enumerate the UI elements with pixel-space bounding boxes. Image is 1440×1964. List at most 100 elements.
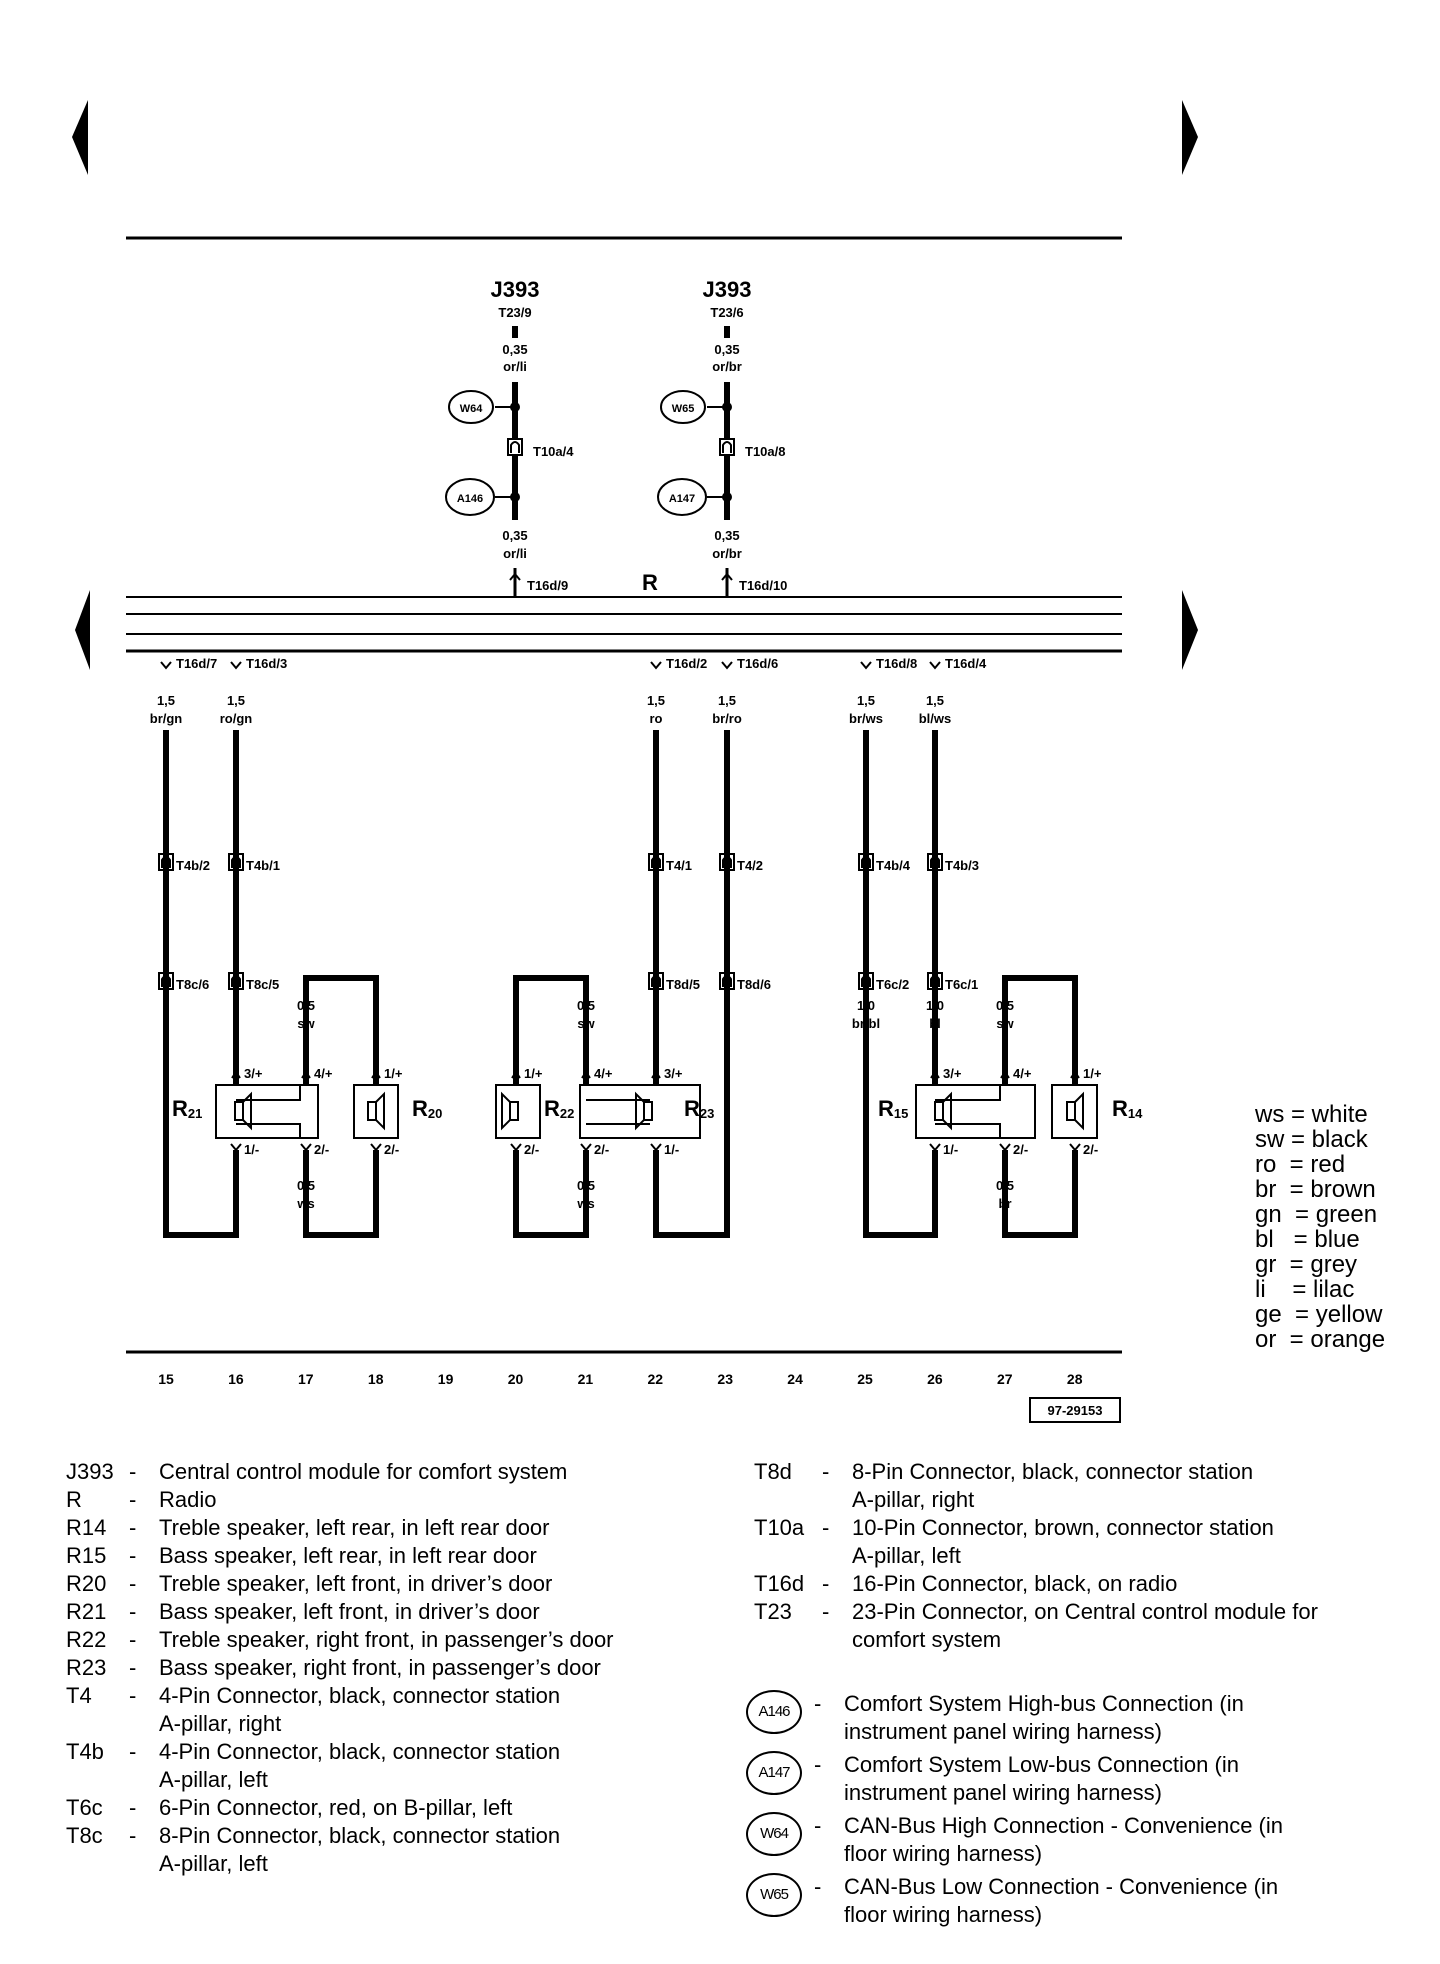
key-code: R21 [66, 1599, 107, 1624]
column-number: 16 [228, 1371, 244, 1387]
key-dash: - [129, 1515, 137, 1540]
wire-color: ro/gn [220, 711, 253, 726]
connection-key: A146-Comfort System High-bus Connection … [746, 1690, 1406, 1934]
key-description: Treble speaker, right front, in passenge… [159, 1626, 706, 1654]
wire-size: 1,5 [926, 693, 944, 708]
pin-label: 2/- [1013, 1142, 1028, 1157]
pin-arrow-icon [370, 1143, 382, 1152]
connection-symbol: W64 [746, 1812, 802, 1856]
pin-arrow-icon [1000, 1070, 1010, 1079]
key-desc-line: instrument panel wiring harness) [844, 1719, 1162, 1744]
wire-color: or/br [712, 359, 742, 374]
pin-label: 4/+ [314, 1066, 333, 1081]
pin-arrow-icon [929, 1143, 941, 1152]
wire-color: or/li [503, 546, 527, 561]
key-description: Bass speaker, right front, in passenger’… [159, 1654, 706, 1682]
speaker-label: R14 [1112, 1096, 1143, 1121]
wire-path [1002, 975, 1078, 1085]
module-pin: T23/9 [498, 305, 531, 320]
radio-label: R [642, 570, 658, 595]
wire-size: 0,5 [996, 998, 1014, 1013]
pin-label: 1/- [244, 1142, 259, 1157]
wire-size: 0,5 [297, 1178, 315, 1193]
speaker-lead [935, 1123, 1001, 1138]
pin-label: 3/+ [943, 1066, 962, 1081]
connector-label: T8c/5 [246, 977, 279, 992]
wire-size: 1,5 [718, 693, 736, 708]
wire-path [863, 730, 938, 1238]
key-code: R15 [66, 1543, 107, 1568]
legend-entry: sw = black [1255, 1126, 1368, 1153]
key-desc-line: Treble speaker, right front, in passenge… [159, 1627, 614, 1652]
wire-color: br/ws [849, 711, 883, 726]
key-description: 23-Pin Connector, on Central control mod… [852, 1598, 1394, 1654]
key-entry: T16d-16-Pin Connector, black, on radio [754, 1570, 1394, 1598]
speaker-label-sub: 20 [428, 1106, 442, 1121]
key-code: T10a [754, 1515, 805, 1540]
connector-label: T10a/4 [533, 444, 574, 459]
wire-size: 1,5 [227, 693, 245, 708]
key-desc-line: 8-Pin Connector, black, connector statio… [159, 1823, 561, 1848]
key-dash: - [129, 1459, 137, 1484]
key-description: 8-Pin Connector, black, connector statio… [852, 1458, 1394, 1514]
key-dash: - [129, 1823, 137, 1848]
splice-dot [510, 492, 520, 502]
key-desc-line: CAN-Bus High Connection - Convenience (i… [844, 1813, 1283, 1838]
key-description: Bass speaker, left rear, in left rear do… [159, 1542, 706, 1570]
key-desc-line: 8-Pin Connector, black, connector statio… [852, 1459, 1254, 1484]
column-number: 27 [997, 1371, 1013, 1387]
key-desc-line: A-pillar, left [852, 1543, 961, 1568]
key-desc-line: 10-Pin Connector, brown, connector stati… [852, 1515, 1274, 1540]
key-desc-line: Bass speaker, right front, in passenger’… [159, 1655, 601, 1680]
wire-size: 1,5 [157, 693, 175, 708]
key-entry: A146-Comfort System High-bus Connection … [746, 1690, 1406, 1746]
pin-arrow-icon [930, 1070, 940, 1079]
speaker-label: R15 [878, 1096, 908, 1121]
next-page-arrow-icon[interactable] [1182, 100, 1198, 175]
pin-arrow-icon [860, 661, 872, 670]
key-code: R14 [66, 1515, 107, 1540]
key-entry: R15-Bass speaker, left rear, in left rea… [66, 1542, 706, 1570]
key-description: CAN-Bus Low Connection - Convenience (in… [844, 1873, 1406, 1929]
legend-entry: gr = grey [1255, 1251, 1358, 1278]
wire-path [1002, 1150, 1078, 1238]
key-entry: W65-CAN-Bus Low Connection - Convenience… [746, 1873, 1406, 1929]
key-code: T8c [66, 1823, 103, 1848]
legend-entry: br = brown [1255, 1176, 1376, 1203]
key-desc-line: 16-Pin Connector, black, on radio [852, 1571, 1178, 1596]
pin-label: 1/+ [384, 1066, 403, 1081]
connector-label: T8c/6 [176, 977, 209, 992]
prev-page-arrow-icon[interactable] [72, 100, 88, 175]
speaker-lead [236, 1085, 301, 1101]
legend-entry: ws = white [1255, 1101, 1368, 1128]
key-description: Radio [159, 1486, 706, 1514]
key-dash: - [129, 1739, 137, 1764]
wire-color: or/br [712, 546, 742, 561]
key-entry: R20-Treble speaker, left front, in drive… [66, 1570, 706, 1598]
key-dash: - [129, 1795, 137, 1820]
wire-path [653, 730, 730, 1238]
speaker-cone-icon [242, 1091, 252, 1131]
key-desc-line: Treble speaker, left front, in driver’s … [159, 1571, 553, 1596]
key-entry: T8c -8-Pin Connector, black, connector st… [66, 1822, 706, 1878]
connection-symbol: A146 [746, 1690, 802, 1734]
column-number: 24 [787, 1371, 803, 1387]
speaker [495, 1084, 541, 1139]
key-desc-line: 6-Pin Connector, red, on B-pillar, left [159, 1795, 513, 1820]
next-section-arrow-icon[interactable] [1182, 590, 1198, 670]
key-dash: - [822, 1459, 830, 1484]
pin-label: 2/- [314, 1142, 329, 1157]
pin-arrow-icon [231, 1070, 241, 1079]
splice-dot [510, 402, 520, 412]
module-label: J393 [703, 277, 752, 302]
prev-section-arrow-icon[interactable] [75, 590, 90, 670]
speaker-label: R23 [684, 1096, 714, 1121]
splice-circle [657, 478, 707, 516]
wire-color: bl/ws [919, 711, 952, 726]
wire-size: 0,5 [297, 998, 315, 1013]
pin-arrow-icon [650, 1143, 662, 1152]
wire-color: sw [577, 1016, 595, 1031]
speaker-label: R20 [412, 1096, 442, 1121]
